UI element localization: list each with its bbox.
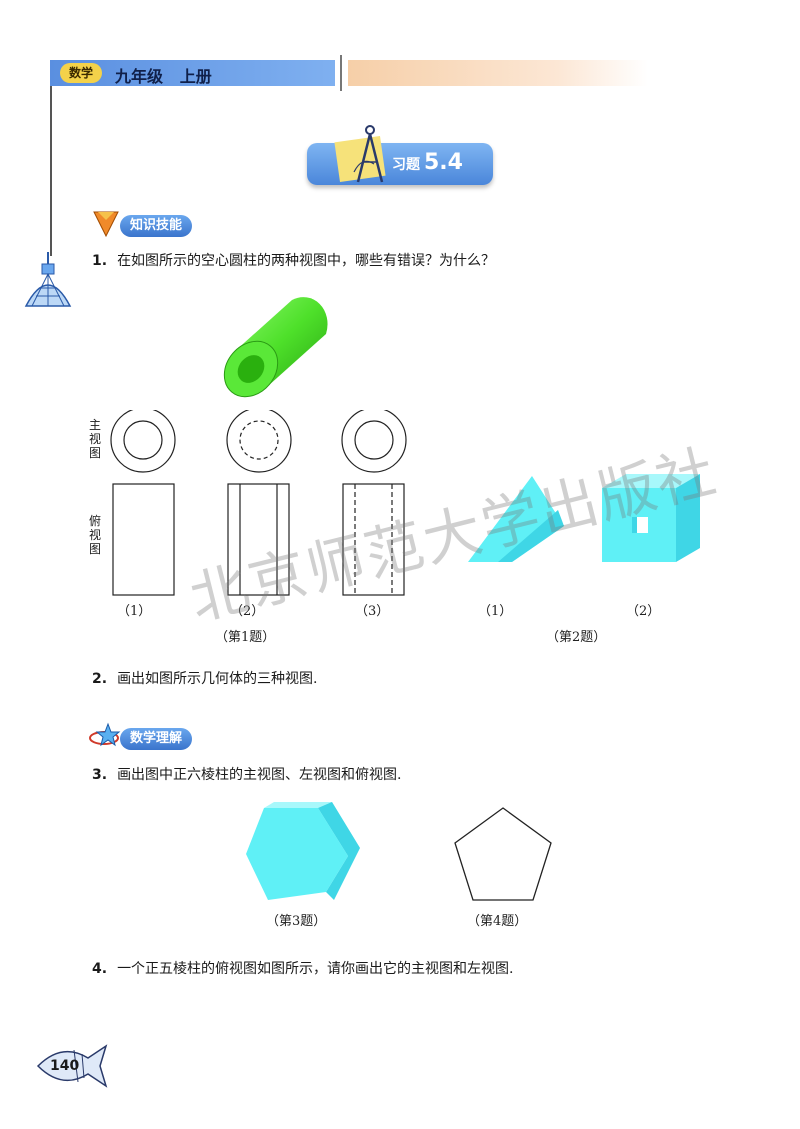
question-3-number: 3.	[92, 767, 108, 783]
front-view-2-inner	[239, 420, 279, 460]
fig1-item-3: （3）	[355, 604, 390, 619]
math-logo: 数学	[60, 63, 102, 83]
front-view-2-outer	[226, 410, 292, 473]
header-title: 九年级 上册	[115, 67, 212, 86]
question-2-text: 画出如图所示几何体的三种视图.	[117, 671, 318, 687]
hollow-cylinder-figure	[223, 297, 328, 398]
question-3-text: 画出图中正六棱柱的主视图、左视图和俯视图.	[117, 767, 402, 783]
fig3-caption: （第3题）	[266, 914, 327, 929]
top-view-3	[342, 483, 405, 596]
header-decoration	[348, 60, 648, 86]
fig4-caption: （第4题）	[467, 914, 528, 929]
pentagon-figure	[454, 807, 552, 901]
front-view-1-outer	[110, 410, 176, 473]
question-4-number: 4.	[92, 961, 108, 977]
fig1-item-2: （2）	[230, 604, 265, 619]
front-view-3-inner	[354, 420, 394, 460]
hex-side-face	[318, 802, 360, 900]
page-number: 140	[50, 1058, 80, 1074]
cube-side	[676, 474, 700, 562]
row-label-top: 俯视图	[88, 514, 101, 556]
front-view-3-outer	[341, 410, 407, 473]
fig2-item-1: （1）	[478, 604, 513, 619]
section-understanding-tag: 数学理解	[120, 728, 193, 750]
front-view-1-inner	[123, 420, 163, 460]
fig2-caption: （第2题）	[546, 630, 607, 645]
hexagonal-prism-figure	[246, 802, 360, 900]
fish-icon	[36, 1044, 108, 1088]
hex-front-face	[246, 808, 348, 900]
fig1-caption: （第1题）	[215, 630, 276, 645]
top-view-2	[227, 483, 290, 596]
header-divider	[340, 55, 342, 91]
pencil-icon	[93, 211, 119, 238]
question-3: 3. 画出图中正六棱柱的主视图、左视图和俯视图.	[92, 764, 402, 784]
compass-icon	[353, 125, 384, 183]
fig2-item-2: （2）	[626, 604, 661, 619]
cube-top	[602, 474, 700, 488]
row-label-front: 主视图	[88, 418, 101, 460]
question-2: 2. 画出如图所示几何体的三种视图.	[92, 668, 318, 688]
question-4: 4. 一个正五棱柱的俯视图如图所示，请你画出它的主视图和左视图.	[92, 958, 514, 978]
question-4-text: 一个正五棱柱的俯视图如图所示，请你画出它的主视图和左视图.	[117, 961, 514, 977]
exercise-number: 5.4	[424, 150, 463, 175]
question-1-text: 在如图所示的空心圆柱的两种视图中，哪些有错误？为什么？	[117, 253, 496, 269]
exercise-label: 习题	[392, 157, 420, 173]
question-2-number: 2.	[92, 671, 108, 687]
question-1: 1. 在如图所示的空心圆柱的两种视图中，哪些有错误？为什么？	[92, 250, 495, 270]
margin-line	[50, 86, 52, 256]
section-skills-tag: 知识技能	[120, 215, 193, 237]
question-1-number: 1.	[92, 253, 108, 269]
star-planet-icon	[89, 722, 121, 747]
top-view-1	[112, 483, 175, 596]
tower-icon	[24, 252, 72, 307]
fig1-item-1: （1）	[117, 604, 152, 619]
figure-2-solids	[468, 474, 700, 562]
pentagon-outline	[454, 807, 552, 901]
figure-1-views	[110, 410, 407, 596]
